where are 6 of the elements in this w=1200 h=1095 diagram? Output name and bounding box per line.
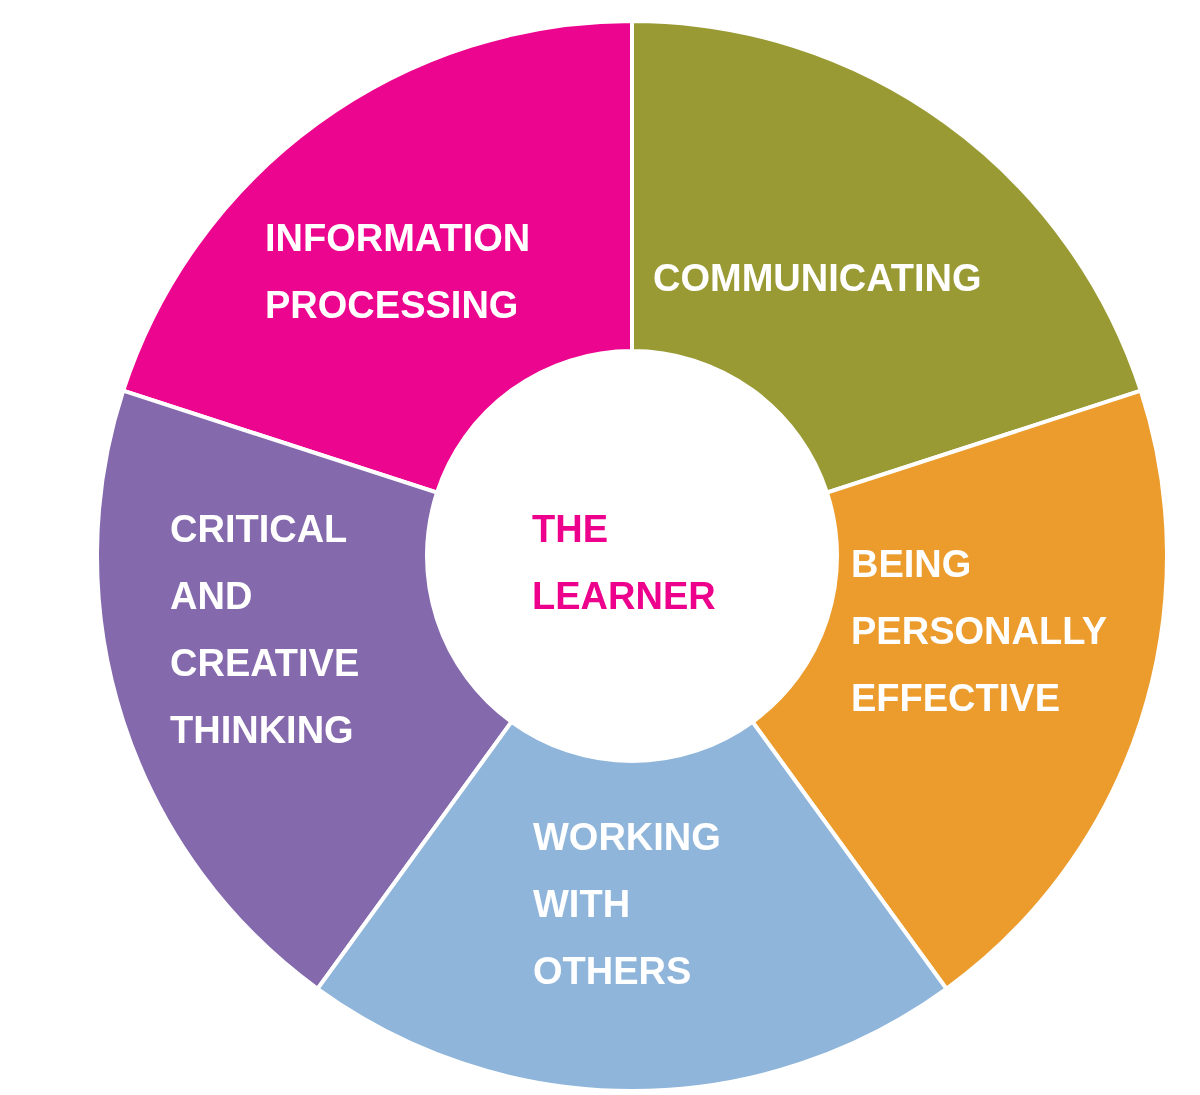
segment-label: COMMUNICATING <box>653 256 983 301</box>
center-label: THE LEARNER <box>532 507 717 619</box>
segment-label: WORKING WITH OTHERS <box>533 815 722 994</box>
segment-label: CRITICAL AND CREATIVE THINKING <box>170 507 361 753</box>
segment-label: BEING PERSONALLY EFFECTIVE <box>851 542 1108 721</box>
segment-label: INFORMATION PROCESSING <box>265 216 532 328</box>
